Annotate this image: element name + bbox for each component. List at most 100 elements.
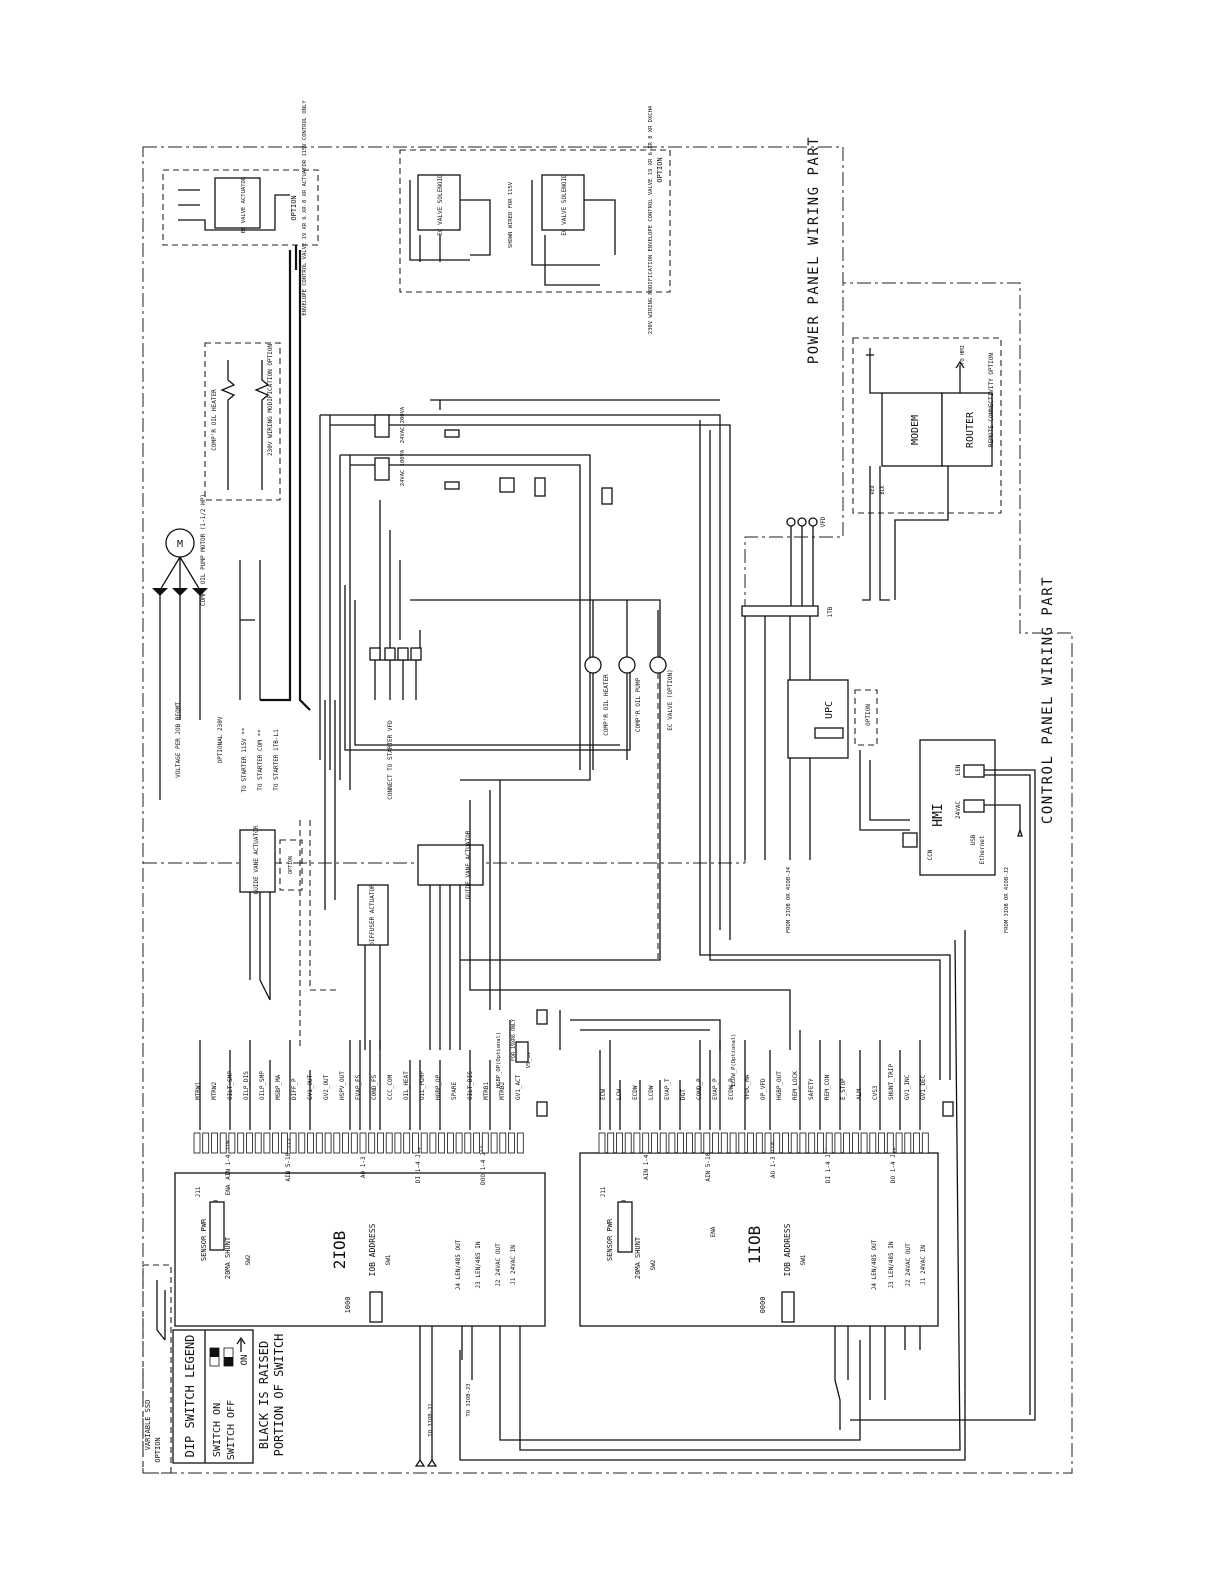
2iob-j16: AIN 1-4 J16 [225,1140,232,1180]
oil-pump-motor-label: COMPR OIL PUMP MOTOR (1-1/2 HP) [200,494,207,606]
2iob-board: 2IOB IOB ADDRESS SW1 SW2 20MA SHUNT SENS… [174,1020,546,1467]
signal-label: SPARE [451,1082,458,1100]
terminal-pin [852,1132,859,1154]
signal-label: E_STOP [840,1078,847,1100]
starter-tb-label: TO STARTER 1TB-L1 [273,729,280,791]
terminal-pin [193,1132,201,1154]
2iob-sw2-label: SW2 [245,1254,252,1265]
signal-label: EVAP_P [712,1078,719,1100]
terminal-pin [481,1132,489,1154]
terminal-pin [738,1132,746,1154]
legend-switch-off: SWITCH OFF [226,1400,237,1460]
1iob-j3: J3 LEN/485 IN [888,1241,895,1288]
signal-label: REM_CON [824,1074,831,1100]
1iob-j1: J1 24VAC IN [920,1245,927,1285]
signal-label: MSBP_MA [275,1074,282,1100]
variable-ssd-option: VARIABLE SSD OPTION [142,1264,172,1474]
terminal-pin [642,1132,650,1154]
terminal-pin [245,1132,253,1154]
terminal-pin [808,1132,816,1154]
2iob-title: 2IOB [330,1231,349,1270]
1iob-j2: J2 24VAC OUT [905,1243,912,1287]
2iob-addr-code: 1000 [344,1297,352,1314]
diffuser-actuator: DIFFUSER ACTUATOR [369,884,376,946]
terminal-pin [694,1132,702,1154]
signal-label: CVS3 [872,1085,879,1100]
1iob-sensor-label: SENSOR PWR [606,1218,614,1261]
terminal-pin [263,1132,271,1154]
terminal-pin [464,1132,472,1154]
ec-valve-actuator-label: EC VALVE ACTUATOR [241,176,247,233]
signal-label: GV1_INC [904,1074,911,1100]
to-hmi-label: TO HMI [960,345,966,365]
legend-note-1: BLACK IS RAISED [257,1341,271,1449]
terminal-pin [712,1132,719,1154]
terminal-pin [686,1132,693,1154]
1iob-j14: AO 1-3 J14 [770,1142,777,1179]
signal-label: REM_LOCK [792,1071,799,1100]
terminal-pin [720,1132,728,1154]
2iob-j15: AIN 5-10 J15 [285,1138,292,1182]
legend-title: DIP SWITCH LEGEND [183,1335,197,1458]
signal-label: MTRB2 [499,1082,506,1100]
1iob-j12: DO 1-4 J12 [890,1147,897,1184]
1iob-j11: J11 [600,1186,607,1197]
2iob-sensor-label: SENSOR PWR [200,1218,208,1261]
terminal-pin [429,1132,437,1154]
2iob-j1: J1 24VAC IN [510,1245,517,1285]
terminal-pin [790,1132,798,1154]
power-wiring [159,245,731,961]
terminal-pin [272,1132,280,1154]
from-2iob-label: FROM 2IOB OR 4IOB-J4 [786,866,792,933]
contactor-block [369,647,422,700]
signal-label: ECDW_P [728,1078,735,1100]
signal-label: GV1_ACT [515,1074,522,1100]
vfd-terminals: VFD 1TB [741,516,834,860]
signal-label: DGT [680,1089,687,1100]
terminal-pin [298,1132,306,1154]
upc-module: UPC OPTION [787,679,910,831]
terminal-pin [508,1132,515,1154]
terminal-pin [403,1132,411,1154]
terminal-pin [490,1132,498,1154]
shown-wired-label: SHOWN WIRED FOR 115V [508,181,514,248]
signal-label: COND_FS [371,1074,378,1100]
from-3iob-label: FROM 3IOB OR 4IOB-J2 [1004,867,1010,933]
signal-label: HSPV_OUT [339,1071,346,1100]
ecdw-optional-label: ECDW_P(Optional) [731,1034,737,1087]
signal-label: GV2_OUT [323,1074,330,1100]
2iob-j13: DI 1-4 J13 [415,1147,422,1184]
modem-label: MODEM [910,415,921,445]
terminal-pin [254,1132,262,1154]
terminal-pin [817,1132,824,1154]
1iob-sw2-label: SW2 [650,1259,657,1270]
terminal-pin [307,1132,315,1154]
to-3iob-j3-label: TO 3IOB-J3 [466,1383,472,1416]
terminal-pin [782,1132,789,1154]
terminal-pin [228,1132,236,1154]
1iob-title: 1IOB [745,1226,764,1265]
terminal-pin [677,1132,684,1154]
terminal-pin [659,1132,667,1154]
signal-label: VFDC_MA [744,1074,751,1100]
cross-wiring [459,420,966,1461]
1iob-j4: J4 LEN/485 OUT [871,1239,878,1290]
transformers: 24VAC 200VA 24VAC 100VA [374,406,613,505]
terminal-pin [455,1132,463,1154]
terminal-pin [729,1132,737,1154]
variable-ssd-label: VARIABLE SSD [144,1400,152,1451]
power-panel-label: POWER PANEL WIRING PART [806,136,822,364]
terminal-pin [668,1132,676,1154]
1iob-address-label: IOB ADDRESS [783,1223,792,1276]
2iob-j11: J11 [195,1186,202,1197]
router-label: ROUTER [965,411,976,448]
signal-label: LCDW [648,1085,655,1100]
signal-label: DIFF_P [291,1078,298,1100]
hmi-ethernet-label: Ethernet [979,835,986,864]
terminal-pin [315,1132,323,1154]
envelope-115v-label: ENVELOPE CONTROL VALVE 19 XR 6 XR 8 XR A… [302,100,308,316]
terminal-pin [843,1132,850,1154]
actuator-option-1: OPTION [288,856,294,874]
